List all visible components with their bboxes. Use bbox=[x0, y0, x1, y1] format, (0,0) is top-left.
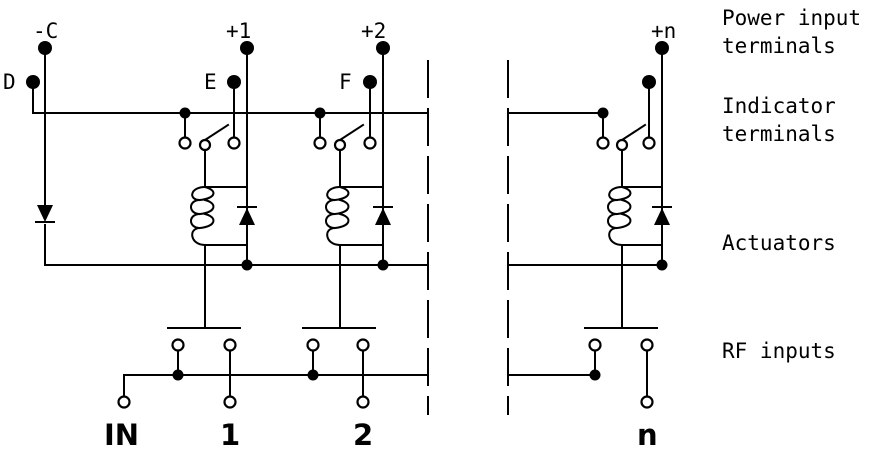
diode-2 bbox=[375, 208, 391, 225]
common-bus-section bbox=[32, 47, 663, 266]
label-e: E bbox=[204, 70, 217, 94]
label-port-1: 1 bbox=[220, 418, 240, 451]
terminal-n-indicator bbox=[642, 75, 656, 89]
terminal-neg-c bbox=[38, 41, 52, 55]
power-terminals bbox=[26, 41, 669, 89]
side-label-actuators: Actuators bbox=[722, 231, 836, 255]
rf-common-line bbox=[123, 374, 596, 401]
terminal-e bbox=[227, 75, 241, 89]
label-port-2: 2 bbox=[353, 418, 373, 451]
label-neg-c: -C bbox=[33, 19, 58, 43]
diode-n bbox=[654, 208, 670, 225]
side-label-power-2: terminals bbox=[722, 34, 836, 58]
port-n-terminal bbox=[640, 395, 654, 409]
actuator-coil-n bbox=[607, 185, 624, 247]
open-contacts bbox=[117, 136, 656, 409]
channel-2 bbox=[302, 47, 393, 401]
side-label-rf-inputs: RF inputs bbox=[722, 339, 836, 363]
port-2-terminal bbox=[356, 395, 370, 409]
label-d: D bbox=[3, 70, 16, 94]
terminal-d bbox=[26, 75, 40, 89]
terminal-f bbox=[363, 75, 377, 89]
label-plus-1: +1 bbox=[226, 19, 251, 43]
terminal-plus-2 bbox=[376, 41, 390, 55]
junction-dots bbox=[172, 107, 668, 381]
diode-1 bbox=[239, 208, 255, 225]
channel-n bbox=[584, 47, 672, 401]
port-1-terminal bbox=[223, 395, 237, 409]
actuator-coil-2 bbox=[325, 185, 342, 247]
actuator-coil-1 bbox=[190, 185, 207, 247]
port-in-terminal bbox=[117, 395, 131, 409]
diode-common bbox=[37, 205, 53, 222]
side-label-indicator-1: Indicator bbox=[722, 94, 836, 118]
side-label-indicator-2: terminals bbox=[722, 122, 836, 146]
label-plus-2: +2 bbox=[361, 19, 386, 43]
label-port-in: IN bbox=[104, 418, 139, 451]
break-lines bbox=[427, 60, 509, 415]
label-f: F bbox=[339, 70, 352, 94]
label-port-n: n bbox=[637, 418, 658, 451]
label-plus-n: +n bbox=[651, 19, 676, 43]
terminal-plus-n bbox=[655, 41, 669, 55]
terminal-plus-1 bbox=[240, 41, 254, 55]
side-label-power-1: Power input bbox=[722, 6, 861, 30]
